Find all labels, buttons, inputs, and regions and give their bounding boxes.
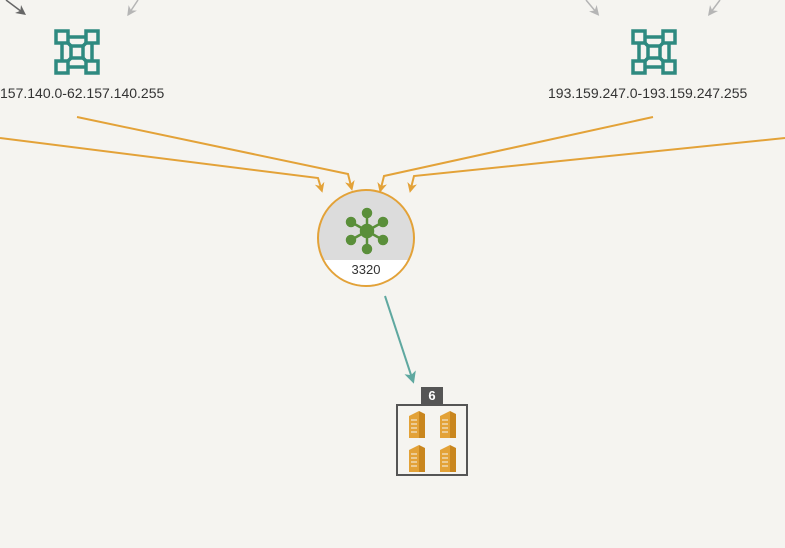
building-icon [409, 411, 425, 438]
building-icon [440, 445, 456, 472]
edge-offscreen-2 [127, 0, 139, 17]
entity-group-node[interactable] [396, 404, 468, 476]
hub-node[interactable]: 3320 [317, 189, 415, 287]
edge-in-4 [407, 137, 785, 193]
edge-in-1 [0, 137, 325, 193]
edge-in-2 [76, 116, 355, 191]
edge-out-hub-to-group [384, 295, 416, 384]
ip-range-label-right[interactable]: 193.159.247.0-193.159.247.255 [548, 85, 748, 101]
building-icon [409, 445, 425, 472]
edge-offscreen-3 [585, 0, 600, 16]
hub-count-label: 3320 [319, 260, 413, 285]
edge-offscreen-1 [5, 0, 26, 15]
building-icon [440, 411, 456, 438]
ip-range-label-left[interactable]: 157.140.0-62.157.140.255 [0, 85, 165, 101]
edge-offscreen-4 [708, 0, 721, 16]
hub-network-icon [345, 207, 389, 255]
network-topology-icon[interactable] [631, 29, 677, 75]
group-count-badge: 6 [421, 387, 443, 405]
edge-in-3 [377, 116, 654, 193]
network-topology-icon[interactable] [54, 29, 100, 75]
